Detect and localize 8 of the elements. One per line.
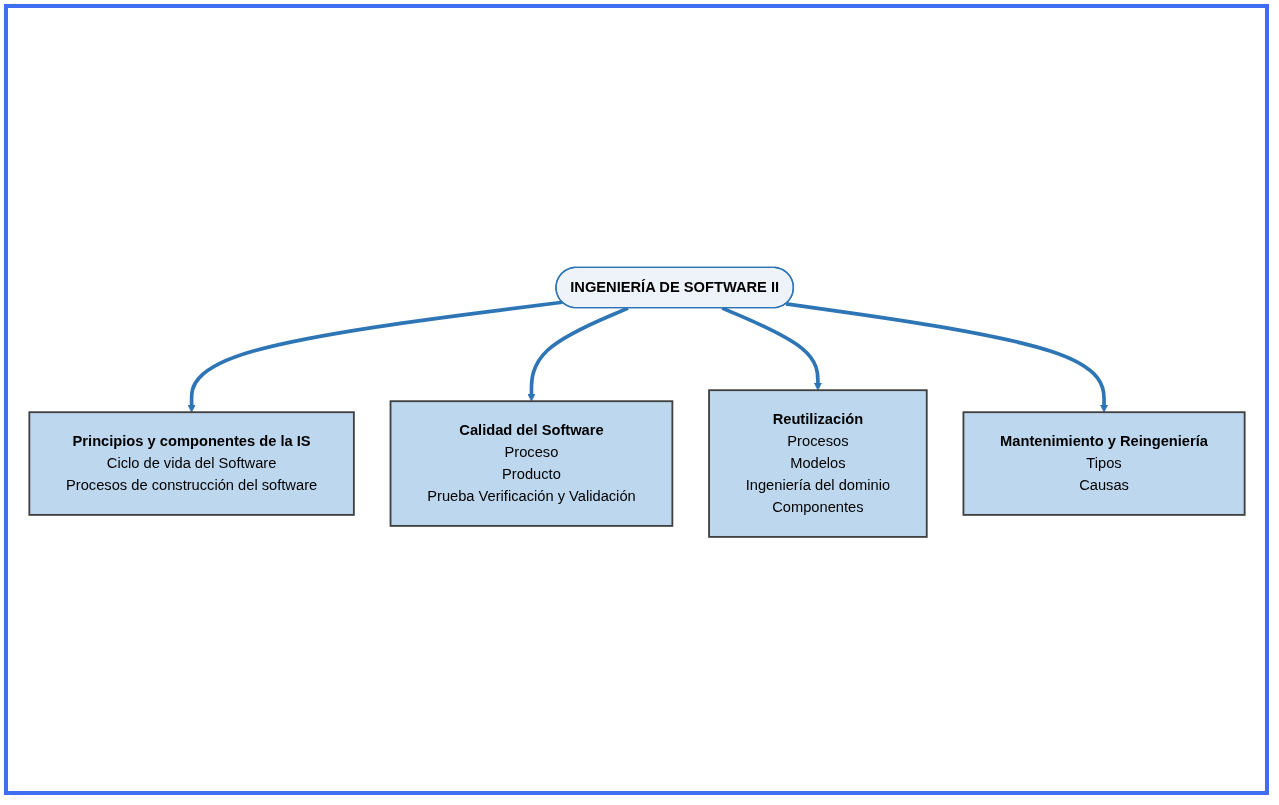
arrow: [187, 300, 563, 413]
node-box: Mantenimiento y Reingeniería Tipos Causas: [962, 411, 1246, 516]
node-box: Calidad del Software Proceso Producto Prueba Verificación y Validación: [389, 400, 674, 527]
node-box: Principios y componentes de la IS Ciclo de vida del Software Procesos de construcción del software: [28, 411, 355, 516]
node-box: Reutilización Procesos Modelos Ingeniería del dominio Componentes: [708, 389, 928, 538]
arrow: [527, 306, 629, 402]
arrow: [721, 306, 822, 391]
arrow: [785, 301, 1109, 413]
